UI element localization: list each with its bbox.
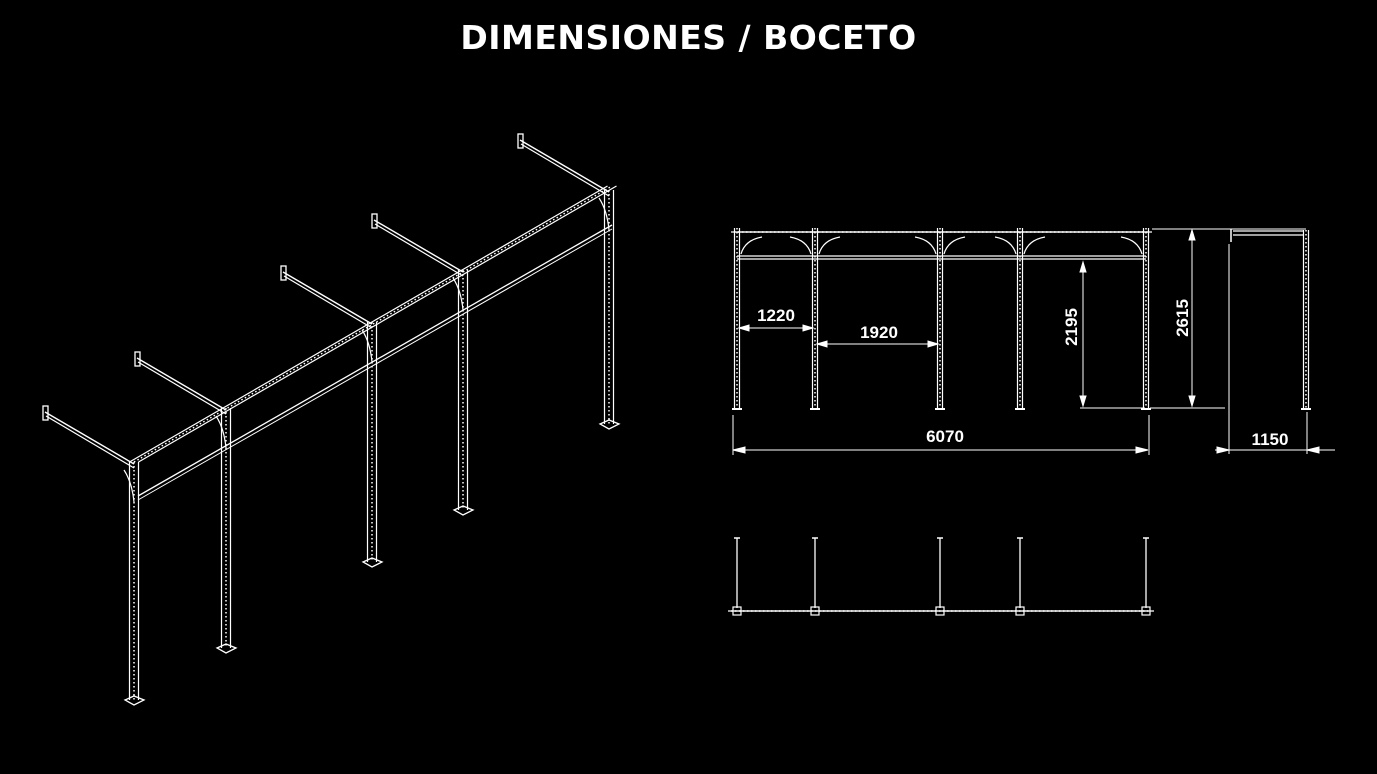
front-gusset xyxy=(818,236,841,255)
iso-pullup-bar xyxy=(137,224,613,497)
plan-column xyxy=(1141,606,1151,616)
iso-base-plate xyxy=(452,505,475,516)
iso-top-beam xyxy=(129,185,608,463)
iso-pullup-bar xyxy=(137,228,613,501)
dim-2615: 2615 xyxy=(1173,299,1192,337)
plan-column xyxy=(1015,606,1025,616)
iso-wall-bracket xyxy=(517,133,524,149)
iso-wall-arm xyxy=(519,139,610,193)
iso-wall-arm xyxy=(136,357,227,411)
front-gusset xyxy=(994,236,1017,255)
iso-wall-arm xyxy=(137,361,227,415)
dim-1220: 1220 xyxy=(757,306,795,325)
iso-wall-arm xyxy=(520,143,610,197)
front-gusset xyxy=(914,236,937,255)
iso-wall-arm xyxy=(283,275,373,329)
dim-2195: 2195 xyxy=(1062,308,1081,346)
page-title: DIMENSIONES / BOCETO xyxy=(460,18,917,57)
iso-wall-arm xyxy=(282,271,373,325)
iso-wall-arm xyxy=(373,219,464,273)
iso-base-plate xyxy=(123,695,146,706)
iso-wall-bracket xyxy=(371,213,378,229)
front-gusset xyxy=(789,236,812,255)
iso-wall-arm xyxy=(374,223,464,277)
plan-view xyxy=(728,537,1154,616)
iso-gusset xyxy=(215,415,227,449)
front-elevation xyxy=(731,228,1152,410)
plan-column xyxy=(935,606,945,616)
dim-1920: 1920 xyxy=(860,323,898,342)
front-gusset xyxy=(1023,236,1046,255)
dim-1150: 1150 xyxy=(1252,430,1289,449)
iso-wall-bracket xyxy=(134,351,141,367)
dim-6070: 6070 xyxy=(926,427,964,446)
iso-base-plate xyxy=(215,643,238,654)
iso-top-beam xyxy=(138,185,617,463)
iso-wall-arm xyxy=(44,411,135,465)
side-elevation xyxy=(1230,229,1311,410)
front-gusset xyxy=(943,236,966,255)
isometric-view xyxy=(42,133,621,706)
iso-wall-arm xyxy=(45,415,135,469)
iso-base-plate xyxy=(361,557,384,568)
front-gusset xyxy=(1120,236,1143,255)
dimension-lines xyxy=(732,228,1335,455)
iso-base-plate xyxy=(598,419,621,430)
iso-wall-bracket xyxy=(280,265,287,281)
plan-column xyxy=(810,606,820,616)
front-gusset xyxy=(740,236,763,255)
plan-column xyxy=(732,606,742,616)
iso-wall-bracket xyxy=(42,405,49,421)
iso-gusset xyxy=(123,469,135,503)
